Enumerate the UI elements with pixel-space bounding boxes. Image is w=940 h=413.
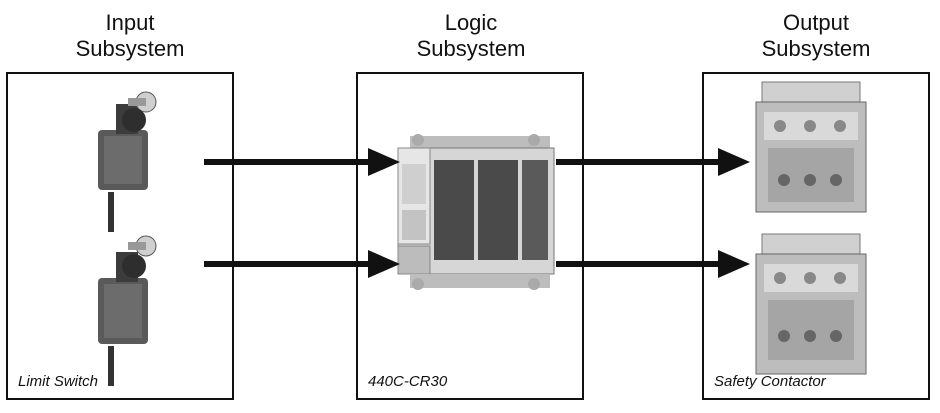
output-title-line1: Output xyxy=(782,10,850,35)
contactor-graphics xyxy=(755,81,867,375)
arrow-logic-to-output-bottom xyxy=(556,250,750,278)
relay-caption: 440C-CR30 xyxy=(368,373,448,390)
input-subsystem-title: Input Subsystem xyxy=(20,10,240,62)
contactor-caption: Safety Contactor xyxy=(714,373,826,390)
input-title-line1: Input xyxy=(105,10,155,35)
logic-title-line2: Subsystem xyxy=(416,36,526,61)
limit-switch-icon xyxy=(98,91,157,232)
safety-relay-graphics xyxy=(397,134,555,290)
limit-switch-caption: Limit Switch xyxy=(18,373,99,390)
limit-switch-icon xyxy=(98,235,157,386)
input-title-line2: Subsystem xyxy=(75,36,185,61)
limit-switch-graphics xyxy=(98,91,157,386)
output-subsystem-box: Safety Contactor xyxy=(702,72,930,400)
arrow-logic-to-output-top xyxy=(556,148,750,176)
output-title-line2: Subsystem xyxy=(761,36,871,61)
logic-subsystem-title: Logic Subsystem xyxy=(361,10,581,62)
input-subsystem-box: Limit Switch xyxy=(6,72,234,400)
arrow-input-to-logic-top xyxy=(204,148,400,176)
contactor-icon xyxy=(755,233,867,375)
safety-relay-icon xyxy=(397,134,555,290)
arrow-input-to-logic-bottom xyxy=(204,250,400,278)
logic-title-line1: Logic xyxy=(444,10,498,35)
contactor-icon xyxy=(755,81,867,213)
logic-subsystem-box: 440C-CR30 xyxy=(356,72,584,400)
output-subsystem-title: Output Subsystem xyxy=(706,10,926,62)
